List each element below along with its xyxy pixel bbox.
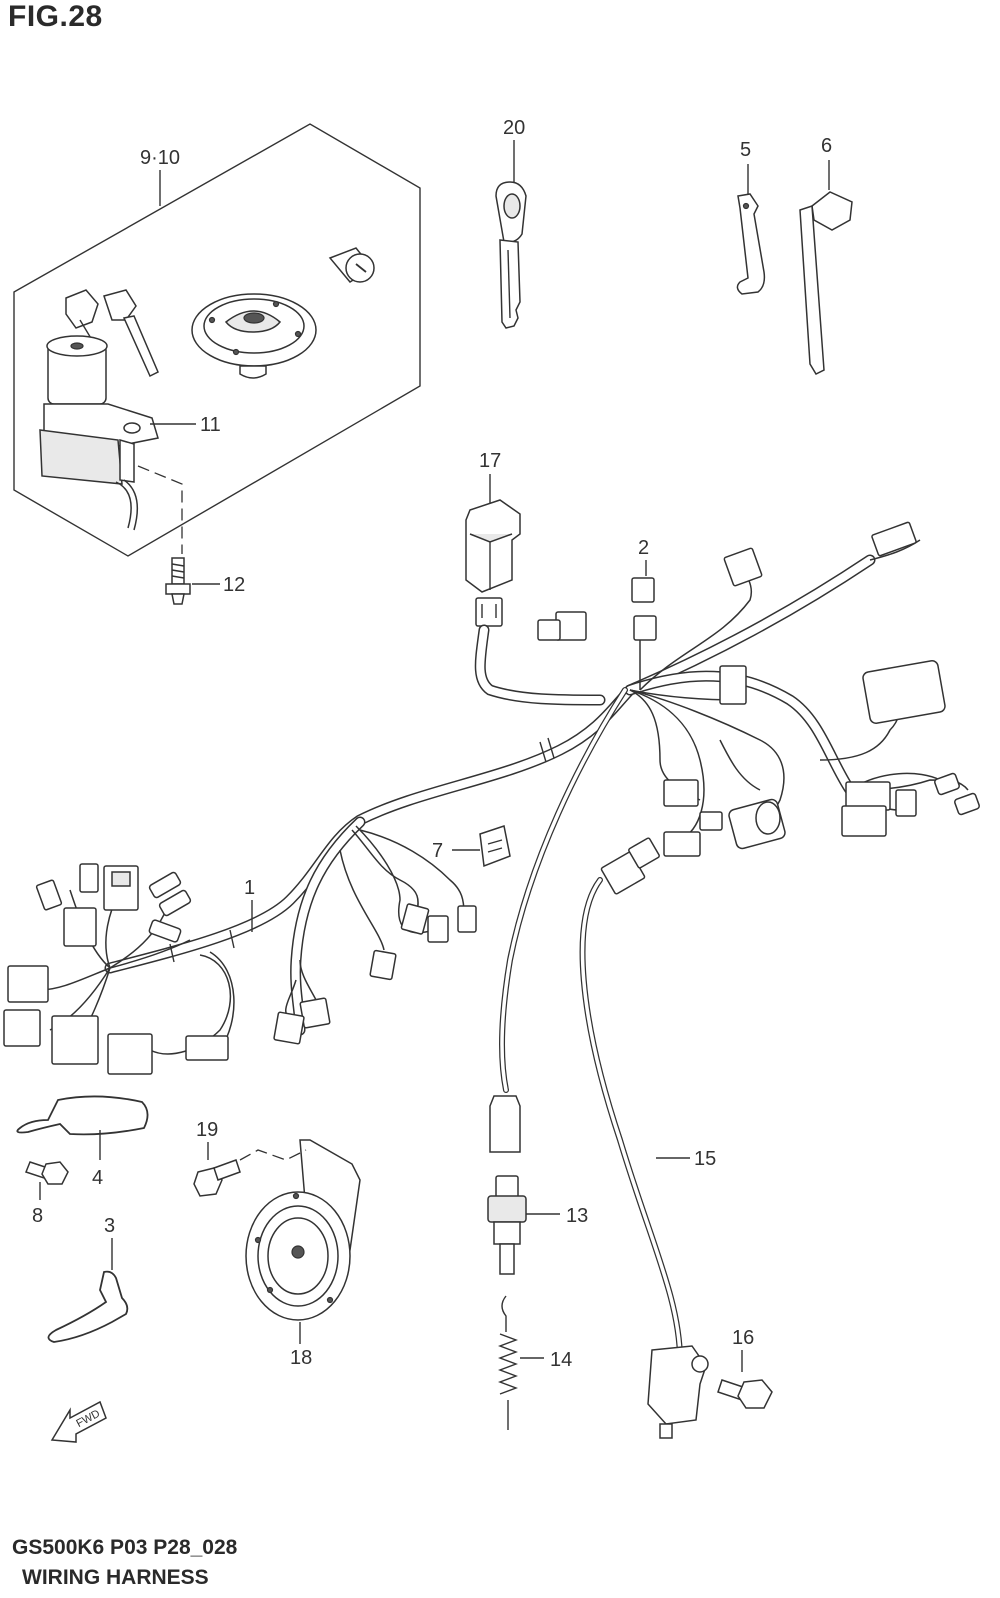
horn-18: 18 <box>245 1139 361 1369</box>
callout-1: 1 <box>244 877 255 899</box>
neutral-switch-13: 13 <box>487 687 628 1275</box>
callout-15: 15 <box>694 1148 716 1170</box>
screw-12: 12 <box>165 557 245 605</box>
callout-11-leader: 11 <box>150 414 221 436</box>
fuel-tank-cap <box>191 293 317 379</box>
callout-11: 11 <box>200 414 221 436</box>
callout-4: 4 <box>92 1167 103 1189</box>
callout-8: 8 <box>32 1205 43 1227</box>
rear-brake-light-switch-15: 15 <box>579 837 716 1439</box>
forward-direction-arrow: FWD <box>50 1400 107 1443</box>
callout-16: 16 <box>732 1327 754 1349</box>
callout-6: 6 <box>821 135 832 157</box>
screw-12-axis-line <box>137 465 183 554</box>
bolt-8: 8 <box>25 1161 69 1227</box>
callout-5: 5 <box>740 139 751 161</box>
figure-title: FIG.28 <box>8 0 103 33</box>
callout-14: 14 <box>550 1349 572 1371</box>
callout-17: 17 <box>479 450 501 472</box>
spring-14: 14 <box>498 1295 572 1430</box>
seat-lock-cylinder <box>328 247 375 283</box>
clamp-3: 3 <box>47 1215 129 1343</box>
clamp-4: 4 <box>16 1095 149 1189</box>
callout-2: 2 <box>638 537 649 559</box>
drawing-code: GS500K6 P03 P28_028 <box>12 1536 238 1559</box>
callout-19: 19 <box>196 1119 218 1141</box>
drawing-name: WIRING HARNESS <box>22 1566 209 1589</box>
clamp-5: 5 <box>736 139 766 295</box>
cable-tie-6: 6 <box>799 135 853 375</box>
callout-20: 20 <box>503 117 525 139</box>
callout-9-10: 9·10 <box>140 147 180 169</box>
callout-18: 18 <box>290 1347 312 1369</box>
clamp-7: 7 <box>432 825 511 868</box>
ignition-switch <box>39 289 159 531</box>
fuse-2: 2 <box>638 537 649 576</box>
callout-7: 7 <box>432 840 443 862</box>
blank-key-20: 20 <box>495 117 527 329</box>
callout-12: 12 <box>223 574 245 596</box>
callout-1-leader: 1 <box>244 877 255 932</box>
bolt-19: 19 <box>193 1119 307 1197</box>
relay-17: 17 <box>465 450 521 627</box>
bolt-16: 16 <box>717 1327 773 1409</box>
lock-set-kit-box: 9·10 <box>13 123 421 557</box>
callout-13: 13 <box>566 1205 588 1227</box>
wiring-harness-1 <box>3 521 980 1075</box>
callout-3: 3 <box>104 1215 115 1237</box>
